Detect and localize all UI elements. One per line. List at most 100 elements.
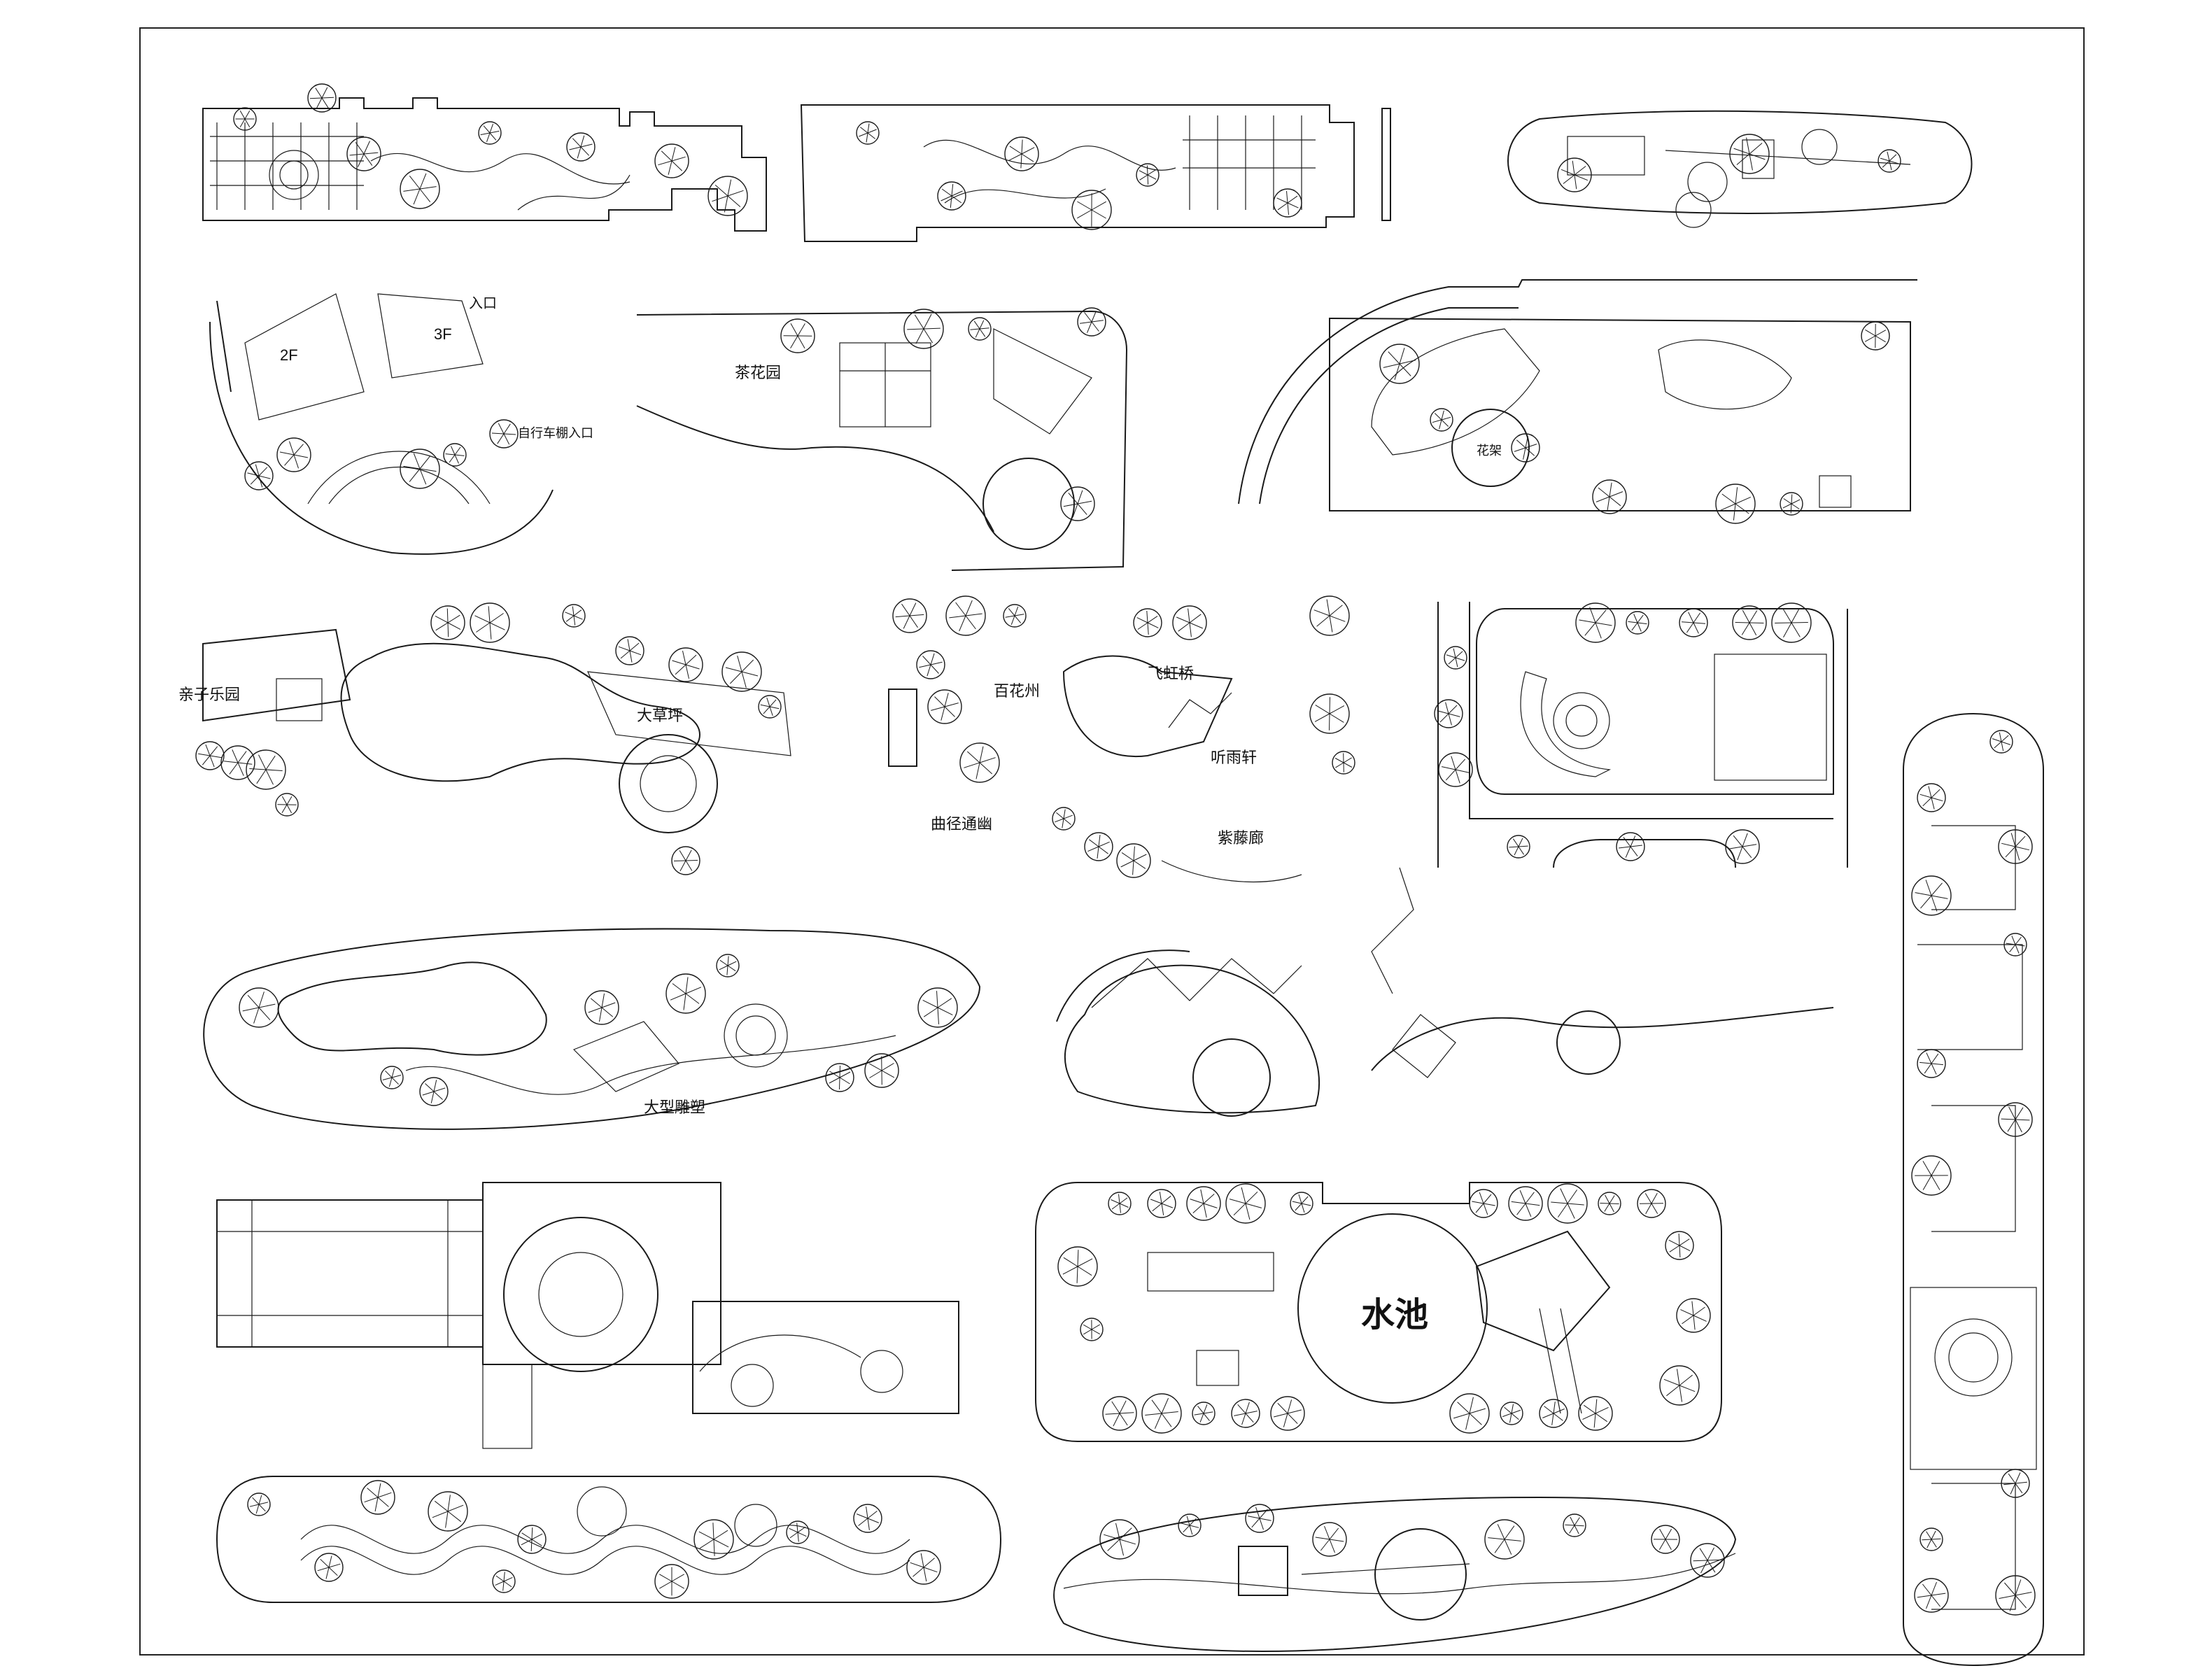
tree-icon bbox=[927, 689, 962, 724]
tree-icon bbox=[1679, 608, 1708, 637]
tree-icon bbox=[916, 650, 945, 679]
tree-icon bbox=[1099, 1519, 1140, 1560]
tree-icon bbox=[1626, 611, 1649, 635]
tree-icon bbox=[906, 1550, 941, 1585]
tree-icon bbox=[1917, 783, 1946, 812]
tree-icon bbox=[239, 987, 279, 1028]
tree-icon bbox=[780, 318, 815, 353]
tree-icon bbox=[1771, 602, 1812, 643]
tree-icon bbox=[1637, 1189, 1666, 1218]
plan-label: 花架 bbox=[1477, 444, 1502, 458]
tree-icon bbox=[1225, 1183, 1266, 1224]
plan-label: 大型雕塑 bbox=[644, 1099, 705, 1116]
tree-icon bbox=[2003, 933, 2027, 957]
tree-icon bbox=[244, 461, 274, 490]
plan-square-plaza bbox=[1437, 602, 1848, 868]
tree-icon bbox=[758, 695, 782, 719]
plan-label: 飞虹桥 bbox=[1148, 665, 1194, 682]
tree-icon bbox=[346, 136, 381, 171]
tree-icon bbox=[1575, 602, 1616, 643]
tree-icon bbox=[1592, 479, 1627, 514]
plan-label: 百花州 bbox=[994, 682, 1040, 700]
plan-label: 紫藤廊 bbox=[1218, 829, 1264, 847]
tree-icon bbox=[1780, 492, 1803, 516]
tree-icon bbox=[693, 1519, 734, 1560]
tree-icon bbox=[1141, 1393, 1182, 1434]
tree-icon bbox=[671, 846, 700, 875]
tree-icon bbox=[1500, 1402, 1523, 1425]
plan-pond-park: 亲子乐园 大草坪 bbox=[178, 628, 791, 833]
tree-icon bbox=[1511, 433, 1540, 463]
tree-icon bbox=[1484, 1519, 1525, 1560]
tree-icon bbox=[1578, 1396, 1613, 1431]
plan-curved-road: 花架 bbox=[1238, 279, 1917, 511]
plan-label: 2F bbox=[280, 346, 298, 364]
tree-icon bbox=[220, 745, 255, 780]
tree-icon bbox=[307, 83, 337, 113]
tree-icon bbox=[1616, 832, 1645, 861]
tree-icon bbox=[1192, 1402, 1216, 1425]
tree-icon bbox=[853, 1504, 882, 1533]
tree-icon bbox=[1379, 344, 1420, 384]
tree-icon bbox=[1172, 605, 1207, 640]
tree-icon bbox=[400, 169, 440, 209]
tree-icon bbox=[1133, 608, 1162, 637]
tree-icon bbox=[1309, 595, 1350, 636]
tree-icon bbox=[1861, 321, 1890, 351]
tree-icon bbox=[247, 1492, 271, 1516]
tree-icon bbox=[1273, 188, 1302, 218]
tree-icon bbox=[1116, 843, 1151, 878]
plan-label: 曲径通幽 bbox=[931, 815, 992, 833]
plan-label: 听雨轩 bbox=[1211, 749, 1257, 766]
tree-icon bbox=[1911, 1155, 1952, 1196]
tree-icon bbox=[668, 647, 703, 682]
plan-water-pool: 水池 bbox=[1035, 1182, 1722, 1442]
tree-icon bbox=[1563, 1513, 1586, 1537]
tree-icon bbox=[1438, 752, 1473, 787]
plan-label: 水池 bbox=[1361, 1297, 1428, 1334]
plan-tea-garden: 茶花园 bbox=[636, 310, 1128, 571]
tree-icon bbox=[1290, 1192, 1313, 1215]
plan-label: 茶花园 bbox=[735, 364, 781, 381]
sheet-border bbox=[139, 27, 2085, 1656]
tree-icon bbox=[1547, 1183, 1588, 1224]
tree-icon bbox=[1430, 408, 1453, 432]
tree-icon bbox=[314, 1553, 344, 1582]
tree-icon bbox=[1060, 486, 1095, 521]
plan-star-wave bbox=[216, 1476, 1002, 1603]
tree-icon bbox=[1102, 1396, 1137, 1431]
tree-icon bbox=[400, 449, 440, 489]
tree-icon bbox=[1878, 149, 1901, 173]
tree-icon bbox=[360, 1480, 395, 1515]
tree-icon bbox=[492, 1569, 516, 1593]
tree-icon bbox=[1539, 1399, 1568, 1428]
tree-icon bbox=[1003, 604, 1027, 628]
tree-icon bbox=[1052, 807, 1076, 831]
tree-icon bbox=[856, 121, 880, 145]
tree-icon bbox=[1444, 646, 1467, 670]
plan-hundred-flower: 百花州 飞虹桥 听雨轩 曲径通幽 紫藤廊 bbox=[888, 655, 1302, 882]
tree-icon bbox=[654, 143, 689, 178]
tree-icon bbox=[2001, 1469, 2030, 1498]
tree-icon bbox=[1998, 829, 2033, 864]
tree-icon bbox=[1917, 1049, 1946, 1078]
tree-icon bbox=[1715, 483, 1756, 524]
tree-icon bbox=[959, 742, 1000, 783]
plan-label: 3F bbox=[434, 325, 452, 343]
tree-icon bbox=[419, 1077, 449, 1106]
tree-icon bbox=[1071, 190, 1112, 230]
plan-label: 大草坪 bbox=[637, 707, 683, 724]
tree-icon bbox=[903, 309, 944, 349]
tree-icon bbox=[1449, 1393, 1490, 1434]
tree-icon bbox=[917, 987, 958, 1028]
tree-icon bbox=[1004, 136, 1039, 171]
plan-grid-circle bbox=[216, 1182, 959, 1449]
plan-long-lens: 大型雕塑 bbox=[203, 928, 981, 1130]
tree-icon bbox=[470, 602, 510, 643]
tree-icon bbox=[489, 419, 519, 449]
tree-icon bbox=[1270, 1396, 1305, 1431]
plan-tent-stream bbox=[1056, 867, 1834, 1117]
tree-icon bbox=[892, 598, 927, 633]
tree-icon bbox=[1136, 163, 1160, 187]
tree-icon bbox=[1676, 1298, 1711, 1333]
